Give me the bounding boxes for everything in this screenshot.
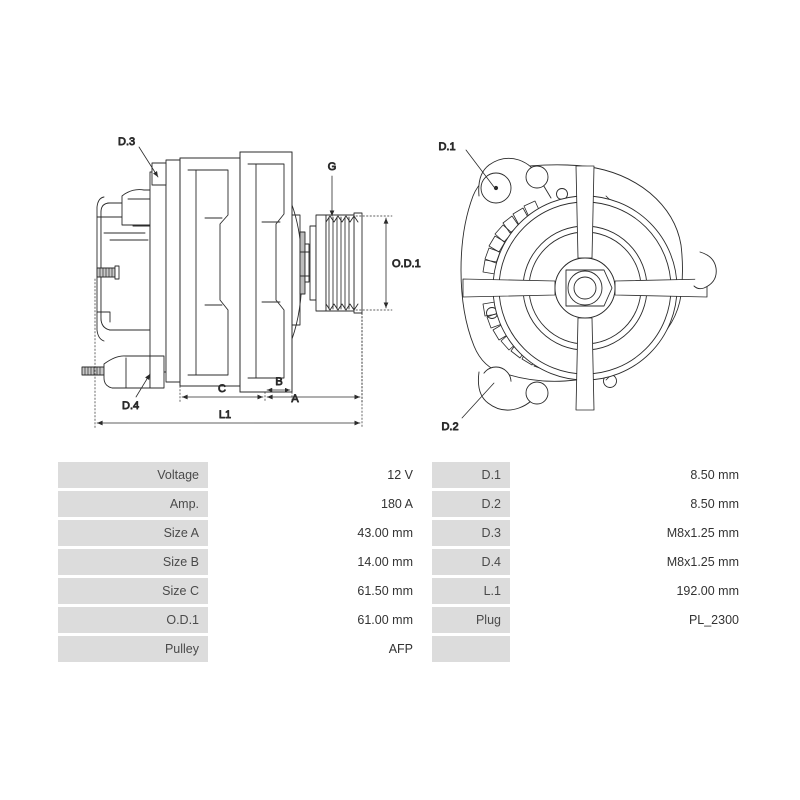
spec-value: 8.50 mm bbox=[513, 491, 748, 517]
alternator-front-view bbox=[460, 157, 717, 411]
table-row bbox=[432, 636, 748, 662]
spec-value: AFP bbox=[211, 636, 422, 662]
callout-d1 bbox=[465, 149, 495, 188]
technical-drawing: D.3 D.4 G O.D.1 bbox=[81, 136, 717, 433]
table-row: Size B 14.00 mm bbox=[58, 549, 422, 575]
callout-d4 bbox=[135, 373, 151, 398]
spec-value: 14.00 mm bbox=[211, 549, 422, 575]
spec-value: M8x1.25 mm bbox=[513, 549, 748, 575]
spec-label: Size C bbox=[58, 578, 208, 604]
spec-value: 61.00 mm bbox=[211, 607, 422, 633]
dimension-c-label: C bbox=[218, 383, 226, 395]
spec-label: D.4 bbox=[432, 549, 510, 575]
spec-table-left: Voltage 12 V Amp. 180 A Size A 43.00 mm … bbox=[58, 462, 422, 662]
spec-label bbox=[432, 636, 510, 662]
spec-value: M8x1.25 mm bbox=[513, 520, 748, 546]
table-row: Amp. 180 A bbox=[58, 491, 422, 517]
callout-d2-label: D.2 bbox=[441, 421, 458, 433]
callout-d2 bbox=[461, 382, 495, 419]
dimension-l1-label: L1 bbox=[219, 409, 231, 421]
table-row: Size A 43.00 mm bbox=[58, 520, 422, 546]
spec-label: Size A bbox=[58, 520, 208, 546]
callout-d3 bbox=[138, 146, 159, 178]
callout-d1-label: D.1 bbox=[438, 141, 455, 153]
spec-label: Amp. bbox=[58, 491, 208, 517]
table-row: O.D.1 61.00 mm bbox=[58, 607, 422, 633]
spec-label: Pulley bbox=[58, 636, 208, 662]
terminal-stud-bottom bbox=[81, 355, 165, 389]
spec-label: D.1 bbox=[432, 462, 510, 488]
table-row: Pulley AFP bbox=[58, 636, 422, 662]
table-row: Voltage 12 V bbox=[58, 462, 422, 488]
spec-label: D.3 bbox=[432, 520, 510, 546]
callout-d3-label: D.3 bbox=[118, 136, 135, 148]
spec-value: 192.00 mm bbox=[513, 578, 748, 604]
dimension-od1 bbox=[355, 215, 393, 311]
dimension-od1-label: O.D.1 bbox=[392, 258, 421, 270]
callout-g-label: G bbox=[328, 161, 337, 173]
alternator-side-view bbox=[81, 151, 363, 393]
dimension-a-label: A bbox=[291, 393, 299, 405]
table-row: D.1 8.50 mm bbox=[432, 462, 748, 488]
spec-table-right: D.1 8.50 mm D.2 8.50 mm D.3 M8x1.25 mm D… bbox=[432, 462, 748, 662]
dimension-b-label: B bbox=[275, 376, 282, 388]
spec-label: Size B bbox=[58, 549, 208, 575]
spec-value: 180 A bbox=[211, 491, 422, 517]
dimension-c bbox=[179, 385, 266, 403]
table-row: Size C 61.50 mm bbox=[58, 578, 422, 604]
spec-label: D.2 bbox=[432, 491, 510, 517]
callout-d4-label: D.4 bbox=[122, 400, 139, 412]
spec-label: Plug bbox=[432, 607, 510, 633]
terminal-stud-top bbox=[96, 265, 120, 280]
spec-label: L.1 bbox=[432, 578, 510, 604]
spec-label: Voltage bbox=[58, 462, 208, 488]
table-row: L.1 192.00 mm bbox=[432, 578, 748, 604]
spec-value: 43.00 mm bbox=[211, 520, 422, 546]
table-row: Plug PL_2300 bbox=[432, 607, 748, 633]
table-row: D.2 8.50 mm bbox=[432, 491, 748, 517]
spec-label: O.D.1 bbox=[58, 607, 208, 633]
spec-value: 8.50 mm bbox=[513, 462, 748, 488]
table-row: D.3 M8x1.25 mm bbox=[432, 520, 748, 546]
spec-value bbox=[513, 636, 748, 662]
alternator-drawing-svg: D.3 D.4 G O.D.1 bbox=[81, 136, 717, 433]
spec-value: PL_2300 bbox=[513, 607, 748, 633]
dimension-l1 bbox=[94, 278, 363, 429]
table-row: D.4 M8x1.25 mm bbox=[432, 549, 748, 575]
spec-value: 61.50 mm bbox=[211, 578, 422, 604]
specification-tables: Voltage 12 V Amp. 180 A Size A 43.00 mm … bbox=[58, 462, 748, 662]
spec-value: 12 V bbox=[211, 462, 422, 488]
